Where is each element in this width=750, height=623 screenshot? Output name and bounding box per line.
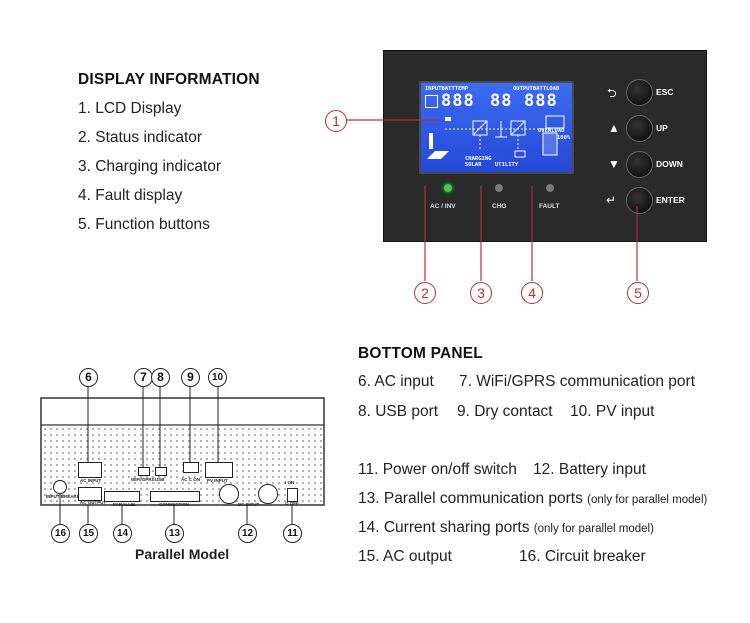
callout-1: 1 — [325, 110, 347, 132]
lcd-overload-label: OVERLOAD — [538, 128, 565, 134]
display-item-3: 3. Charging indicator — [78, 158, 222, 175]
down-triangle-icon: ▼ — [608, 157, 620, 171]
lcd-solar-label: SOLAR — [465, 162, 482, 168]
circuit-breaker-label: INPUT BREAKER 30AMP — [46, 494, 100, 499]
up-button[interactable] — [626, 115, 653, 142]
down-button[interactable] — [626, 151, 653, 178]
drawing-number-16: 16 — [51, 524, 70, 543]
display-item-4: 4. Fault display — [78, 187, 183, 204]
dc-input-label: DC INPUT — [238, 502, 260, 507]
pv-input-port — [205, 462, 233, 478]
switch-off-label: O OFF — [285, 501, 299, 506]
lcd-percent-label: 100% — [557, 135, 571, 141]
bottom-item-14-text: 14. Current sharing ports — [358, 519, 530, 536]
dry-contact-label: AC C ON — [181, 477, 200, 482]
bottom-item-13-note: (only for parallel model) — [587, 494, 708, 506]
bottom-item-12: 12. Battery input — [533, 461, 646, 478]
pv-input-label: PV INPUT — [207, 478, 228, 483]
ac-output-label: AC OUTPUT — [80, 500, 107, 505]
display-information-heading: DISPLAY INFORMATION — [78, 71, 260, 88]
lcd-flow-diagram — [427, 115, 565, 159]
connection-label: CONNECTION — [159, 502, 190, 507]
ac-output-port — [78, 487, 102, 501]
wifi-port-label: WIFI/GPRS — [131, 477, 155, 482]
usb-port-label: USB — [155, 477, 165, 482]
bottom-item-14: 14. Current sharing ports (only for para… — [358, 519, 654, 537]
lcd-right-digits: 888 — [524, 91, 558, 111]
power-switch — [287, 488, 298, 502]
drawing-number-14: 14 — [113, 524, 132, 543]
lcd-display: INPUTBATTTEMP OUTPUTBATTLOAD 888 88 888 … — [419, 81, 574, 174]
bottom-item-15: 15. AC output — [358, 548, 452, 565]
bottom-item-11: 11. Power on/off switch — [358, 461, 517, 478]
esc-button-label: ESC — [656, 87, 674, 97]
ac-input-label: AC INPUT — [80, 478, 102, 483]
display-item-5: 5. Function buttons — [78, 216, 210, 233]
switch-on-label: I ON — [285, 480, 295, 485]
drawing-number-6: 6 — [79, 368, 98, 387]
enter-button-label: ENTER — [656, 195, 685, 205]
drawing-caption: Parallel Model — [135, 546, 230, 562]
lcd-charging-label: CHARGING — [465, 156, 492, 162]
usb-port — [155, 467, 167, 476]
up-triangle-icon: ▲ — [608, 121, 620, 135]
bottom-panel-heading: BOTTOM PANEL — [358, 345, 483, 362]
lcd-output-label: OUTPUTBATTLOAD — [513, 86, 560, 92]
bottom-item-13: 13. Parallel communication ports (only f… — [358, 490, 707, 508]
bottom-item-10: 10. PV input — [570, 403, 655, 420]
display-item-2: 2. Status indicator — [78, 129, 203, 146]
lcd-input-label: INPUTBATTTEMP — [425, 86, 469, 92]
bottom-item-9: 9. Dry contact — [457, 403, 553, 420]
drawing-number-9: 9 — [181, 368, 200, 387]
drawing-number-13: 13 — [165, 524, 184, 543]
bottom-item-6: 6. AC input — [358, 373, 434, 390]
callout-2: 2 — [414, 282, 436, 304]
down-button-label: DOWN — [656, 159, 683, 169]
dry-contact-port — [183, 462, 199, 473]
fault-led — [546, 184, 554, 192]
bottom-item-14-note: (only for parallel model) — [533, 523, 654, 535]
current-sharing-ports — [104, 491, 140, 502]
drawing-number-12: 12 — [238, 524, 257, 543]
callout-4: 4 — [521, 282, 543, 304]
ac-input-port — [78, 462, 102, 478]
display-item-1: 1. LCD Display — [78, 100, 182, 117]
drawing-number-8: 8 — [151, 368, 170, 387]
charging-led-label: CHG — [492, 203, 507, 210]
dc-input-left — [219, 484, 239, 504]
bottom-item-8: 8. USB port — [358, 403, 439, 420]
parallel-comm-ports — [150, 491, 200, 502]
callout-5: 5 — [627, 282, 649, 304]
callout-3: 3 — [470, 282, 492, 304]
enter-arrow-icon: ↵ — [606, 193, 617, 207]
parallel-label: PARALLEL — [113, 502, 137, 507]
lcd-grid-icon — [425, 95, 438, 108]
enter-button[interactable] — [626, 187, 653, 214]
circuit-breaker-knob — [53, 480, 67, 494]
dc-input-right — [258, 484, 278, 504]
drawing-number-15: 15 — [79, 524, 98, 543]
drawing-number-10: 10 — [208, 368, 227, 387]
lcd-mid-digits: 88 — [490, 91, 513, 111]
charging-led — [495, 184, 503, 192]
bottom-item-13-text: 13. Parallel communication ports — [358, 490, 583, 507]
status-led-label: AC / INV — [430, 203, 456, 210]
esc-arrow-icon: ⮌ — [607, 86, 617, 100]
lcd-utility-label: UTILITY — [495, 162, 519, 168]
up-button-label: UP — [656, 123, 668, 133]
lcd-left-digits: 888 — [441, 91, 475, 111]
drawing-number-11: 11 — [283, 524, 302, 543]
fault-led-label: FAULT — [539, 203, 560, 210]
wifi-port — [138, 467, 150, 476]
bottom-item-16: 16. Circuit breaker — [519, 548, 646, 565]
esc-button[interactable] — [626, 79, 653, 106]
status-led — [444, 184, 452, 192]
bottom-item-7: 7. WiFi/GPRS communication port — [459, 373, 696, 390]
